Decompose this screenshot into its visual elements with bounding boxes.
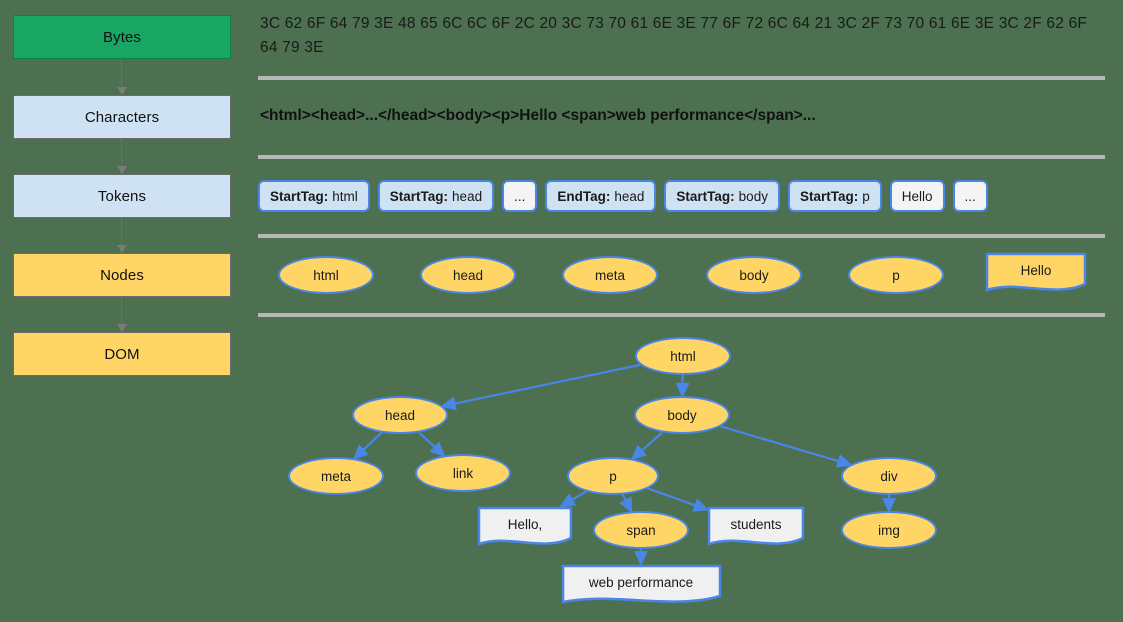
characters-markup-text: <html><head>...</head><body><p>Hello <sp… [260, 107, 816, 124]
token-value: head [614, 188, 645, 204]
token-kind: StartTag: [676, 188, 735, 204]
flow-arrow-icon [117, 297, 127, 332]
node-label: body [739, 267, 769, 283]
separator-line [258, 234, 1105, 238]
token-chip[interactable]: StartTag:body [664, 180, 780, 212]
stage-label: DOM [104, 345, 140, 363]
token-chip[interactable]: StartTag:head [377, 180, 495, 212]
stage-characters[interactable]: Characters [13, 95, 231, 139]
token-value: ... [514, 188, 526, 204]
token-value: ... [964, 188, 976, 204]
separator-line [258, 155, 1105, 159]
dom-node-label: body [667, 407, 697, 423]
stage-label: Characters [84, 108, 160, 126]
dom-edge-head-meta [352, 431, 383, 460]
dom-node-label: web performance [588, 574, 694, 590]
token-value: head [452, 188, 483, 204]
node-text-document[interactable]: Hello [985, 252, 1087, 294]
dom-node-img[interactable]: img [841, 511, 937, 549]
dom-edge-p-hello [559, 490, 587, 508]
token-chip[interactable]: ... [502, 180, 538, 212]
dom-node-div[interactable]: div [841, 457, 937, 495]
flow-arrow-icon [117, 218, 127, 253]
node-ellipse[interactable]: head [420, 256, 516, 294]
node-label: p [892, 267, 900, 283]
dom-node-hello[interactable]: Hello, [477, 506, 573, 548]
token-value: Hello [901, 188, 933, 204]
dom-edge-body-p [630, 431, 664, 461]
dom-edge-p-span [619, 494, 633, 514]
dom-node-html[interactable]: html [635, 337, 731, 375]
dom-node-link[interactable]: link [415, 454, 511, 492]
dom-node-p[interactable]: p [567, 457, 659, 495]
dom-node-label: meta [320, 468, 351, 484]
token-chip[interactable]: ... [952, 180, 988, 212]
dom-node-body[interactable]: body [634, 396, 730, 434]
token-kind: EndTag: [557, 188, 611, 204]
dom-edge-p-stud [647, 487, 710, 512]
token-value: html [332, 188, 358, 204]
stage-nodes[interactable]: Nodes [13, 253, 231, 297]
node-ellipse[interactable]: html [278, 256, 374, 294]
node-ellipse[interactable]: meta [562, 256, 658, 294]
token-kind: StartTag: [389, 188, 449, 204]
token-chip[interactable]: StartTag:html [258, 180, 370, 212]
separator-line [258, 313, 1105, 317]
dom-node-webp[interactable]: web performance [561, 564, 722, 606]
dom-node-label: img [878, 522, 900, 538]
dom-edge-body-div [720, 425, 853, 468]
token-kind: StartTag: [799, 188, 859, 204]
stage-label: Bytes [102, 28, 141, 46]
dom-node-span[interactable]: span [593, 511, 689, 549]
node-label: html [313, 267, 339, 283]
flow-arrow-icon [117, 59, 127, 95]
node-label: Hello [1020, 262, 1052, 278]
dom-node-label: span [626, 522, 656, 538]
token-value: p [862, 188, 870, 204]
token-chip[interactable]: Hello [889, 180, 945, 212]
dom-node-meta[interactable]: meta [288, 457, 384, 495]
dom-node-label: head [384, 407, 416, 423]
token-value: body [738, 188, 768, 204]
dom-node-label: html [670, 348, 696, 364]
flow-arrow-icon [117, 139, 127, 174]
dom-node-label: Hello, [507, 516, 543, 532]
stage-label: Tokens [97, 187, 147, 205]
stage-label: Nodes [100, 266, 144, 284]
dom-node-label: p [609, 468, 617, 484]
node-label: head [452, 267, 484, 283]
token-chip[interactable]: StartTag:p [787, 180, 882, 212]
dom-node-label: div [880, 468, 898, 484]
dom-edge-html-head [440, 363, 641, 411]
dom-node-label: students [730, 516, 782, 532]
separator-line [258, 76, 1105, 80]
stage-dom[interactable]: DOM [13, 332, 231, 376]
dom-edge-head-link [418, 431, 446, 458]
dom-node-stud[interactable]: students [707, 506, 805, 548]
bytes-hex-text: 3C 62 6F 64 79 3E 48 65 6C 6C 6F 2C 20 3… [260, 15, 1088, 56]
token-chip[interactable]: EndTag:head [545, 180, 657, 212]
node-ellipse[interactable]: p [848, 256, 944, 294]
node-label: meta [594, 267, 625, 283]
stage-tokens[interactable]: Tokens [13, 174, 231, 218]
dom-node-label: link [452, 465, 474, 481]
node-ellipse[interactable]: body [706, 256, 802, 294]
token-kind: StartTag: [270, 188, 329, 204]
stage-bytes[interactable]: Bytes [13, 15, 231, 59]
dom-node-head[interactable]: head [352, 396, 448, 434]
